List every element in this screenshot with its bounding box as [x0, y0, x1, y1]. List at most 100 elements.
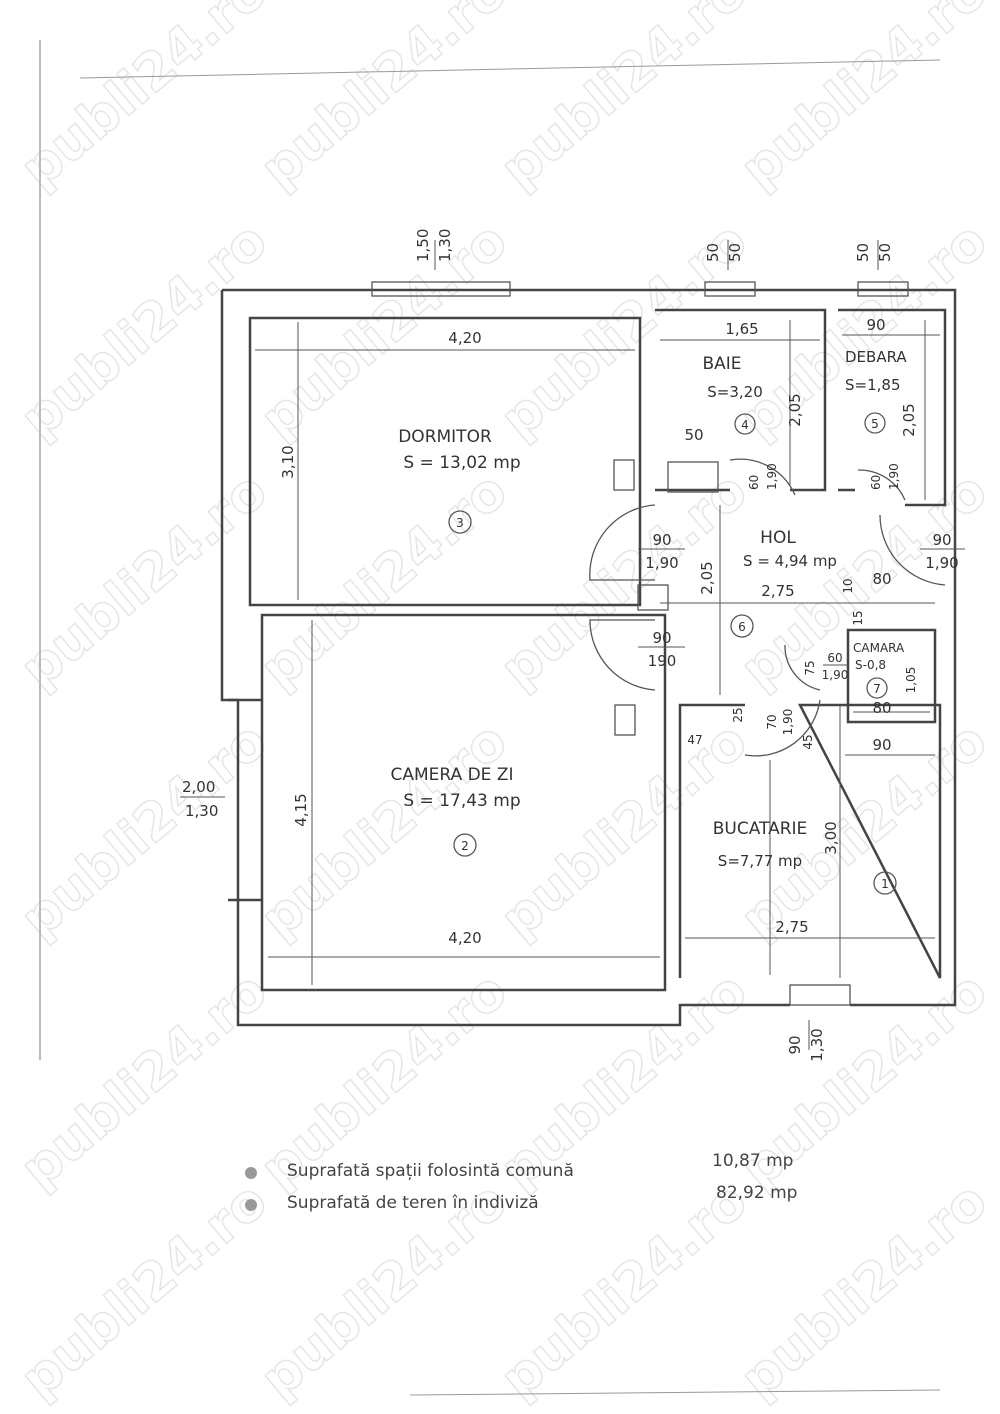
svg-text:15: 15: [851, 610, 865, 625]
bullet-icon: [245, 1167, 257, 1179]
room-number-circle: [873, 871, 897, 895]
svg-text:70: 70: [765, 714, 779, 729]
room-area-dormitor: S = 13,02 mp: [403, 453, 520, 473]
vent-camera: [614, 704, 636, 736]
svg-text:3,00: 3,00: [822, 821, 840, 854]
watermark: publi24.ro: [10, 461, 279, 700]
svg-text:90: 90: [932, 531, 951, 549]
room-number-dormitor: 3: [456, 516, 464, 530]
room-name-bucatarie: BUCATARIE: [713, 819, 808, 839]
svg-text:1,05: 1,05: [904, 667, 918, 694]
svg-text:60: 60: [827, 651, 842, 665]
scan-line-top: [79, 59, 941, 79]
svg-text:2,05: 2,05: [900, 403, 918, 436]
room-name-dormitor: DORMITOR: [398, 427, 492, 447]
svg-text:1,50: 1,50: [414, 229, 432, 262]
room-area-hol: S = 4,94 mp: [743, 552, 837, 570]
scan-line-bottom: [409, 1389, 941, 1396]
svg-text:4,20: 4,20: [448, 329, 481, 347]
svg-text:10: 10: [841, 578, 855, 593]
room-number-camara: 7: [873, 682, 881, 696]
room-area-camara: S-0,8: [855, 658, 886, 672]
svg-text:45: 45: [801, 734, 815, 749]
svg-text:1,90: 1,90: [887, 463, 901, 490]
room-number-circle: [864, 412, 886, 434]
room-number-debara: 5: [871, 417, 879, 431]
room-name-camera-de-zi: CAMERA DE ZI: [391, 765, 514, 785]
room-number-bucatarie: 1: [881, 877, 889, 891]
svg-text:1,30: 1,30: [436, 229, 454, 262]
svg-text:50: 50: [854, 243, 872, 262]
door-baie: [729, 458, 796, 496]
svg-text:2,05: 2,05: [698, 561, 716, 594]
watermark: publi24.ro: [10, 211, 279, 450]
svg-text:90: 90: [786, 1035, 804, 1054]
room-camera-de-zi: [260, 613, 667, 992]
legend-value: 82,92 mp: [716, 1183, 797, 1203]
room-area-bucatarie: S=7,77 mp: [718, 852, 802, 870]
vent-dormitor: [613, 459, 635, 491]
room-name-debara: DEBARA: [845, 348, 907, 366]
svg-text:4,20: 4,20: [448, 929, 481, 947]
room-number-circle: [453, 833, 477, 857]
svg-text:90: 90: [652, 629, 671, 647]
svg-text:1,65: 1,65: [725, 320, 758, 338]
svg-text:2,05: 2,05: [786, 393, 804, 426]
svg-text:190: 190: [648, 652, 677, 670]
svg-text:2,75: 2,75: [775, 918, 808, 936]
window-debara: [857, 281, 909, 297]
legend-label: Suprafată spații folosintă comună: [287, 1161, 574, 1181]
wall-stub: [637, 584, 669, 611]
room-number-circle: [448, 510, 472, 534]
legend-value: 10,87 mp: [712, 1151, 793, 1171]
svg-text:4,15: 4,15: [292, 793, 310, 826]
svg-text:80: 80: [872, 699, 891, 717]
legend: Suprafată spații folosintă comună 10,87 …: [245, 1151, 797, 1213]
svg-text:47: 47: [687, 733, 702, 747]
svg-text:50: 50: [726, 243, 744, 262]
room-number-baie: 4: [741, 418, 749, 432]
baie-fixture: [667, 461, 719, 493]
room-name-camara: CAMARA: [853, 641, 905, 655]
svg-text:90: 90: [652, 531, 671, 549]
room-bucatarie: [678, 703, 942, 979]
door-entry: [879, 514, 946, 586]
dimension-lines: [255, 320, 940, 985]
legend-label: Suprafată de teren în indiviză: [287, 1193, 539, 1213]
window-dormitor: [371, 281, 511, 297]
svg-text:2,75: 2,75: [761, 582, 794, 600]
room-number-circle: [866, 677, 888, 699]
door-bucatarie: [744, 699, 821, 757]
window-left: [228, 698, 262, 902]
room-number-circle: [734, 413, 756, 435]
room-number-circle: [730, 614, 754, 638]
watermark: publi24.ro: [250, 711, 519, 950]
door-camara: [784, 644, 821, 691]
room-area-camera-de-zi: S = 17,43 mp: [403, 791, 520, 811]
svg-text:75: 75: [803, 660, 817, 675]
watermark: publi24.ro: [730, 0, 999, 200]
room-dormitor: [248, 316, 642, 607]
room-camara: [846, 628, 937, 724]
svg-text:1,90: 1,90: [925, 554, 958, 572]
room-name-baie: BAIE: [702, 354, 741, 374]
bullet-icon: [245, 1199, 257, 1211]
room-baie: [655, 308, 827, 492]
watermark: publi24.ro: [490, 0, 759, 200]
svg-text:90: 90: [866, 316, 885, 334]
svg-text:1,90: 1,90: [765, 463, 779, 490]
door-camera: [589, 619, 656, 691]
watermark: publi24.ro: [730, 1171, 999, 1410]
svg-text:1,90: 1,90: [822, 668, 849, 682]
svg-text:90: 90: [872, 736, 891, 754]
svg-text:50: 50: [684, 426, 703, 444]
svg-text:60: 60: [869, 475, 883, 490]
door-dormitor: [589, 504, 656, 581]
window-baie: [704, 281, 756, 297]
svg-text:50: 50: [876, 243, 894, 262]
watermark: publi24.ro: [10, 0, 279, 200]
room-number-camera-de-zi: 2: [461, 839, 469, 853]
watermark: publi24.ro: [250, 0, 519, 200]
